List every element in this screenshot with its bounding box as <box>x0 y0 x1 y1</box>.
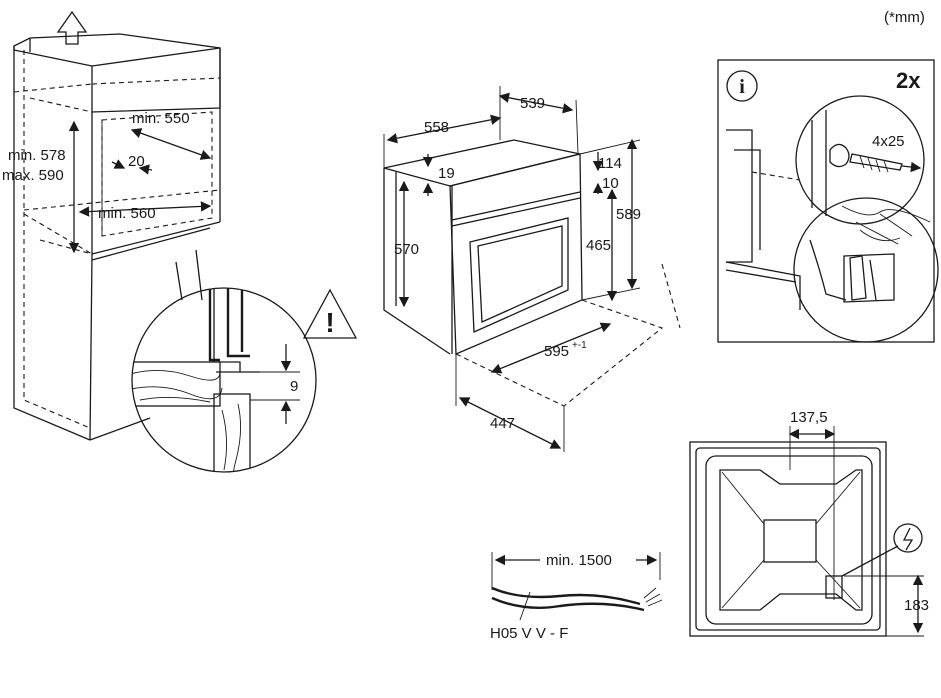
oven-width-label: 595 <box>544 343 569 360</box>
up-arrow-icon <box>56 10 88 45</box>
cabinet-height-max-label: max. 590 <box>2 167 64 184</box>
info-symbol: i <box>739 76 745 98</box>
fixing-quantity-label: 2x <box>896 68 921 93</box>
warning-exclaim-icon: ! <box>325 307 334 338</box>
unit-note: (*mm) <box>884 9 925 26</box>
oven-depth-inner-label: 539 <box>520 95 545 112</box>
oven-total-height-label: 589 <box>616 206 641 223</box>
rear-horizontal-offset-label: 137,5 <box>790 409 828 426</box>
info-icon <box>726 70 758 102</box>
oven-inner-height-label: 465 <box>586 237 611 254</box>
warning-icon <box>302 288 358 339</box>
oven-top-offset-label: 19 <box>438 165 455 182</box>
fixing-screw-head-icon <box>829 143 850 168</box>
oven-door-top-label: 114 <box>598 155 622 172</box>
lightning-icon <box>902 527 914 551</box>
clearance-detail: 9 ! <box>131 287 358 473</box>
electrical-connection-icon <box>893 523 923 553</box>
oven-door-depth-label: 447 <box>490 415 515 432</box>
screw-size-label: 4x25 <box>872 133 905 150</box>
oven-drawing: 558 539 19 114 10 570 465 589 595 +-1 44… <box>383 86 681 452</box>
rear-vertical-offset-label: 183 <box>904 597 929 614</box>
oven-width-tolerance: +-1 <box>572 340 587 351</box>
cabinet-width-label: min. 560 <box>98 205 156 222</box>
oven-body-height-label: 570 <box>394 241 419 258</box>
oven-depth-outer-label: 558 <box>424 119 449 136</box>
rear-view-drawing: 137,5 183 <box>689 409 929 637</box>
fixing-panel: i 2x 4x25 <box>717 59 939 343</box>
fixing-screw-icon <box>849 153 903 171</box>
cabinet-depth-label: min. 550 <box>132 110 190 127</box>
cabinet-drawing: min. 550 min. 578 max. 590 20 min. 560 <box>2 10 221 441</box>
cabinet-height-min-label: min. 578 <box>8 147 66 164</box>
cable-length-label: min. 1500 <box>546 552 612 569</box>
cable-drawing: min. 1500 H05 V V - F <box>490 552 663 642</box>
cabinet-gap-label: 20 <box>128 153 145 170</box>
oven-door-gap-label: 10 <box>602 175 619 192</box>
cable-type-label: H05 V V - F <box>490 625 568 642</box>
step-gap-label: 9 <box>290 378 298 395</box>
